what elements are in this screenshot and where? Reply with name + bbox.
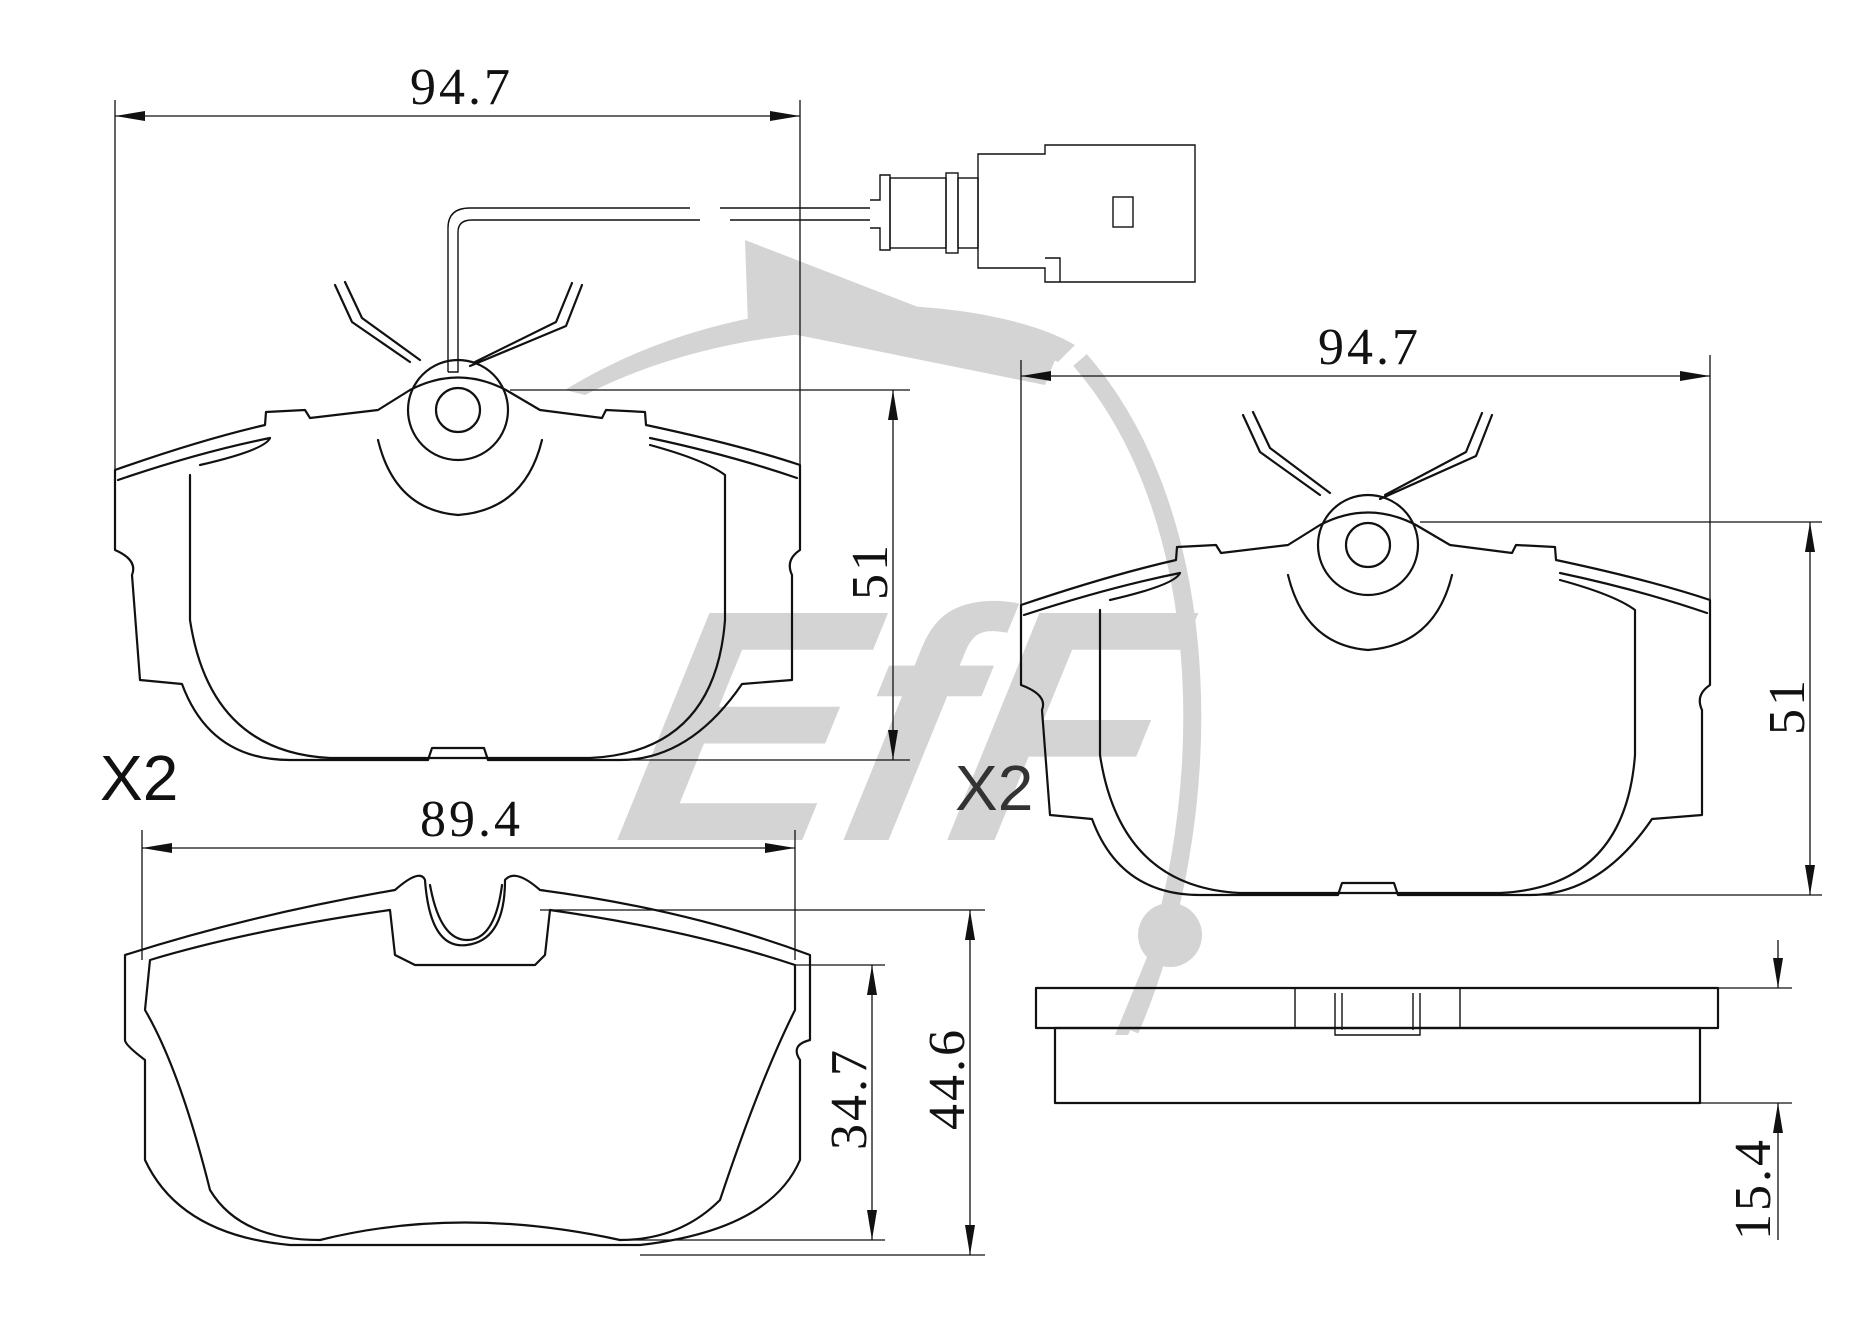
pad-b-spring-clip [1241, 410, 1494, 501]
pad-a-sensor-connector [870, 144, 1196, 283]
pad-a-width-dim: 94.7 [410, 59, 513, 116]
pad-b-width-dim: 94.7 [1318, 319, 1421, 376]
pad-a-spring-clip [333, 280, 584, 368]
pad-a-outline [113, 376, 802, 762]
pad-a-quantity: X2 [100, 742, 178, 814]
backing-plate-inner-height-dim: 34.7 [821, 1047, 878, 1150]
pad-b-hub-cup [1286, 573, 1454, 652]
watermark-logo: EfF [565, 240, 1216, 1035]
pad-a-friction-material [116, 436, 799, 760]
watermark-dot [1138, 903, 1202, 967]
side-view: 15.4 [1034, 940, 1792, 1240]
watermark-tail [1115, 950, 1165, 1035]
pad-b-friction-material [1022, 571, 1709, 895]
pad-a-view: 94.7 51 X2 [100, 59, 1196, 814]
backing-plate-width-dim: 89.4 [420, 791, 523, 848]
backing-plate-outline [123, 874, 812, 1247]
pad-b-outline [1019, 511, 1712, 897]
pad-b-view: 94.7 51 X2 [955, 319, 1822, 897]
pad-a-hub-outer [406, 358, 510, 462]
backing-plate-outer-height-dim: 44.6 [919, 1027, 976, 1130]
pad-b-hub-outer [1316, 493, 1420, 597]
pad-b-height-dim: 51 [1759, 677, 1816, 735]
side-view-center-slot [1294, 988, 1461, 1036]
watermark-text: EfF [597, 541, 1217, 910]
watermark-arc [745, 240, 1055, 385]
backing-plate-notch [428, 883, 504, 942]
pad-b-quantity: X2 [955, 752, 1033, 824]
side-view-friction-block [1053, 1026, 1702, 1105]
pad-a-hub-cup [376, 438, 544, 517]
backing-plate-friction-area [143, 908, 797, 1242]
pad-a-sensor-wire [447, 207, 870, 373]
pad-a-hub-inner [434, 386, 482, 434]
pad-b-hub-inner [1344, 521, 1392, 569]
backing-plate-view: 89.4 34.7 44.6 [123, 791, 985, 1256]
side-view-thickness-dim: 15.4 [1725, 1137, 1782, 1240]
pad-a-height-dim: 51 [842, 542, 899, 600]
